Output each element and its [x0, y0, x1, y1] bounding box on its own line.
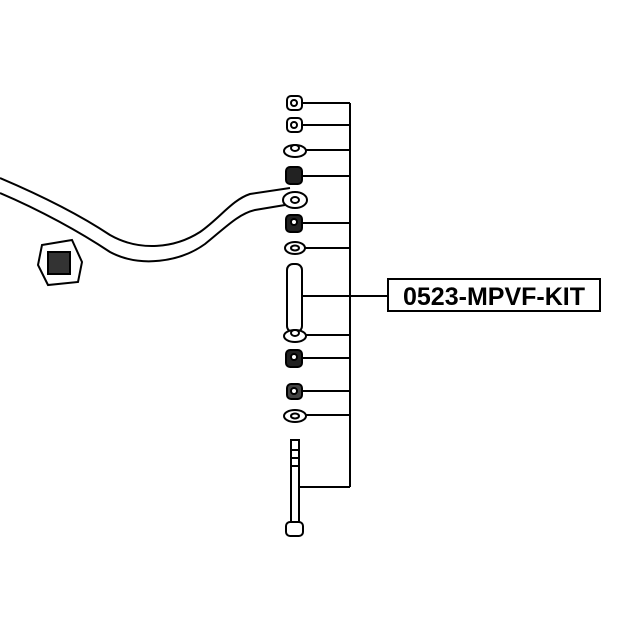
- nut-icon: [286, 383, 303, 400]
- rubber-bushing-icon: [285, 214, 303, 233]
- rubber-bushing-icon: [285, 166, 303, 185]
- rubber-bushing-icon: [285, 349, 303, 368]
- sleeve-icon: [286, 263, 303, 333]
- nut-icon: [286, 95, 303, 111]
- washer-icon: [283, 329, 307, 343]
- washer-icon: [283, 144, 307, 158]
- leader-lines: [300, 102, 387, 488]
- washer-icon: [284, 241, 306, 255]
- washer-icon: [283, 409, 307, 423]
- bushing: [36, 238, 84, 287]
- part-number-label: 0523-MPVF-KIT: [387, 278, 601, 312]
- bolt-icon: [285, 439, 304, 537]
- nut-icon: [286, 117, 303, 133]
- stabilizer-bar: [0, 177, 308, 263]
- hardware-stack: [283, 95, 307, 537]
